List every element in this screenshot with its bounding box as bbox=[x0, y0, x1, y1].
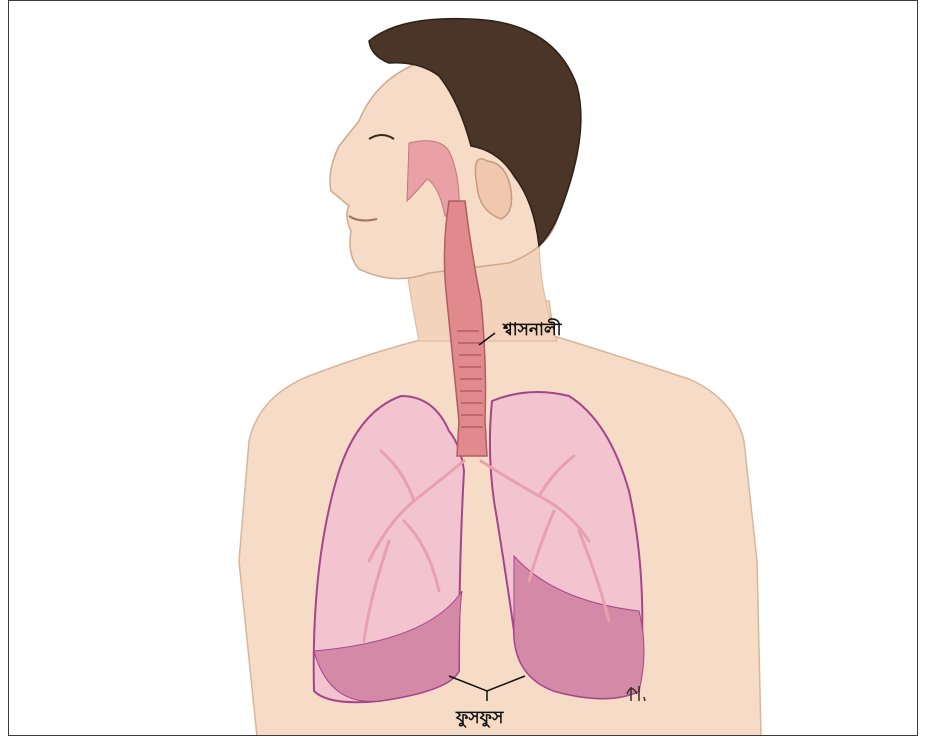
lungs-label: ফুসফুস bbox=[456, 705, 503, 733]
trachea-label: শ্বাসনালী bbox=[503, 317, 561, 345]
respiratory-illustration bbox=[9, 1, 918, 736]
diagram-frame: শ্বাসনালী ফুসফুস bbox=[8, 0, 918, 736]
